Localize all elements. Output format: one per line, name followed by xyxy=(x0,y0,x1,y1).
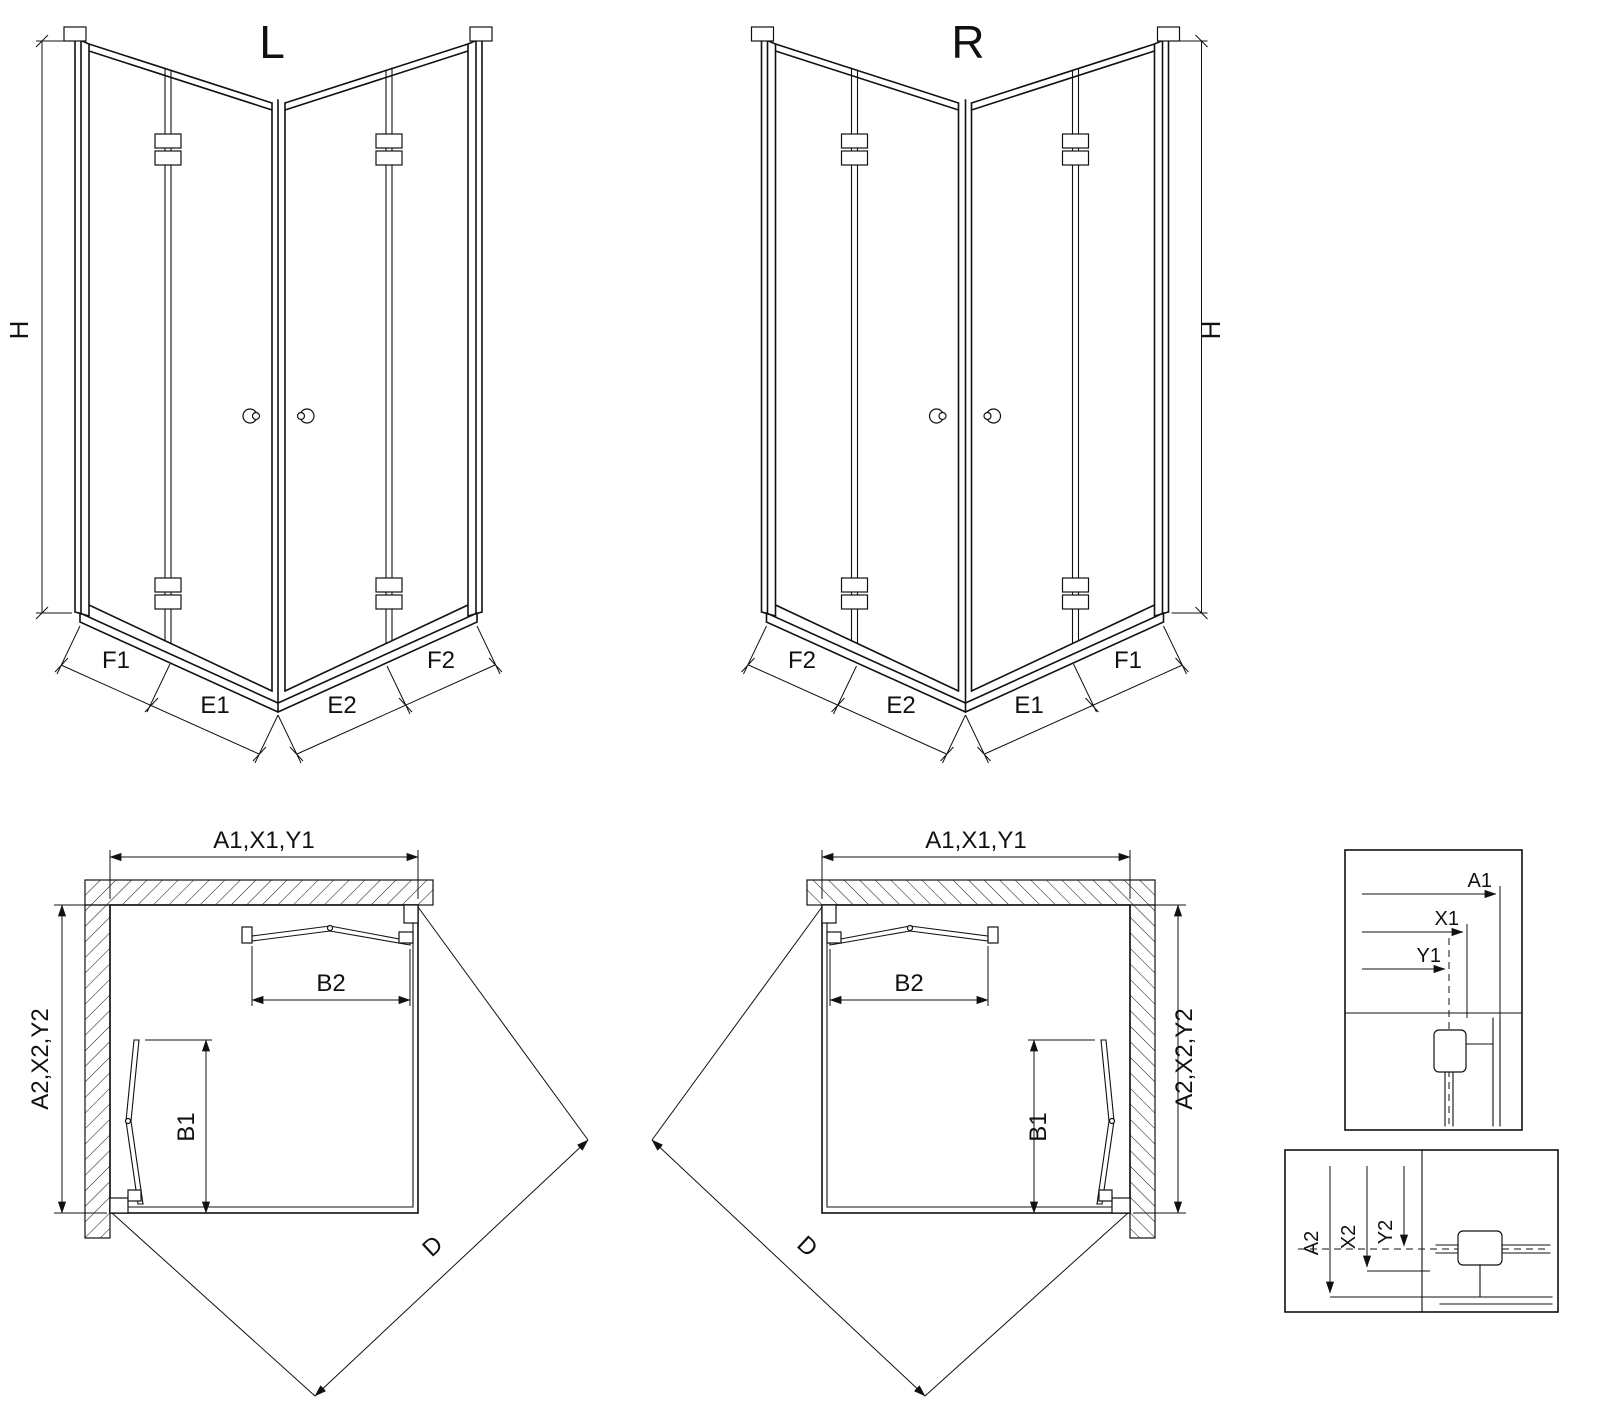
profile-section xyxy=(1457,1230,1503,1266)
detail-view-width: A1 X1 Y1 xyxy=(1344,849,1523,1131)
dim-label-e2-right: E2 xyxy=(886,692,915,719)
dim-label-width-left: A1,X1,Y1 xyxy=(213,827,314,854)
dim-label-f1-right: F1 xyxy=(1114,647,1142,674)
dim-label-height-right: H xyxy=(1196,321,1226,340)
plan-view-right: A1,X1,Y1 A2,X2,Y2 B2 B1 D xyxy=(652,827,1198,1396)
perspective-view-left: L H F1 E1 E2 F2 xyxy=(4,16,503,764)
dim-label-height-left: H xyxy=(4,321,34,340)
dim-label-f2-left: F2 xyxy=(427,647,455,674)
plan-right-art xyxy=(652,850,1186,1396)
detail-label-x1: X1 xyxy=(1435,908,1459,930)
wall-and-glass-section xyxy=(1444,1017,1501,1127)
dim-label-depth-left: A2,X2,Y2 xyxy=(27,1008,54,1109)
reference-lines xyxy=(1466,886,1501,1018)
dim-label-width-right: A1,X1,Y1 xyxy=(925,827,1026,854)
dim-label-b1-right: B1 xyxy=(1025,1112,1052,1141)
dim-label-d-left: D xyxy=(417,1231,448,1263)
dim-label-e1-right: E1 xyxy=(1014,692,1043,719)
profile-section xyxy=(1433,1029,1467,1073)
detail-view-depth: A2 X2 Y2 xyxy=(1284,1149,1559,1313)
detail-label-y2: Y2 xyxy=(1375,1220,1397,1244)
detail-label-a1: A1 xyxy=(1468,870,1492,892)
wall-and-glass-section xyxy=(1435,1244,1553,1305)
dim-label-f1-left: F1 xyxy=(102,647,130,674)
dim-label-f2-right: F2 xyxy=(788,647,816,674)
dim-label-d-right: D xyxy=(792,1231,823,1263)
detail-label-x2: X2 xyxy=(1338,1225,1360,1249)
plan-left-art xyxy=(54,850,588,1396)
plan-view-left: A1,X1,Y1 A2,X2,Y2 B2 B1 D xyxy=(27,827,588,1396)
dim-label-e2-left: E2 xyxy=(327,692,356,719)
dim-label-e1-left: E1 xyxy=(200,692,229,719)
dim-label-b2-left: B2 xyxy=(316,970,345,997)
dim-label-b2-right: B2 xyxy=(894,970,923,997)
reference-lines xyxy=(1330,1270,1440,1298)
detail-label-a2: A2 xyxy=(1301,1231,1323,1255)
detail-label-y1: Y1 xyxy=(1417,945,1441,967)
detail-frame xyxy=(1344,849,1523,1131)
view-title-right: R xyxy=(951,16,984,68)
dim-label-depth-right: A2,X2,Y2 xyxy=(1171,1008,1198,1109)
dim-label-b1-left: B1 xyxy=(173,1112,200,1141)
perspective-view-right: R H F2 E2 E1 F1 xyxy=(740,16,1226,764)
view-title-left: L xyxy=(259,16,285,68)
